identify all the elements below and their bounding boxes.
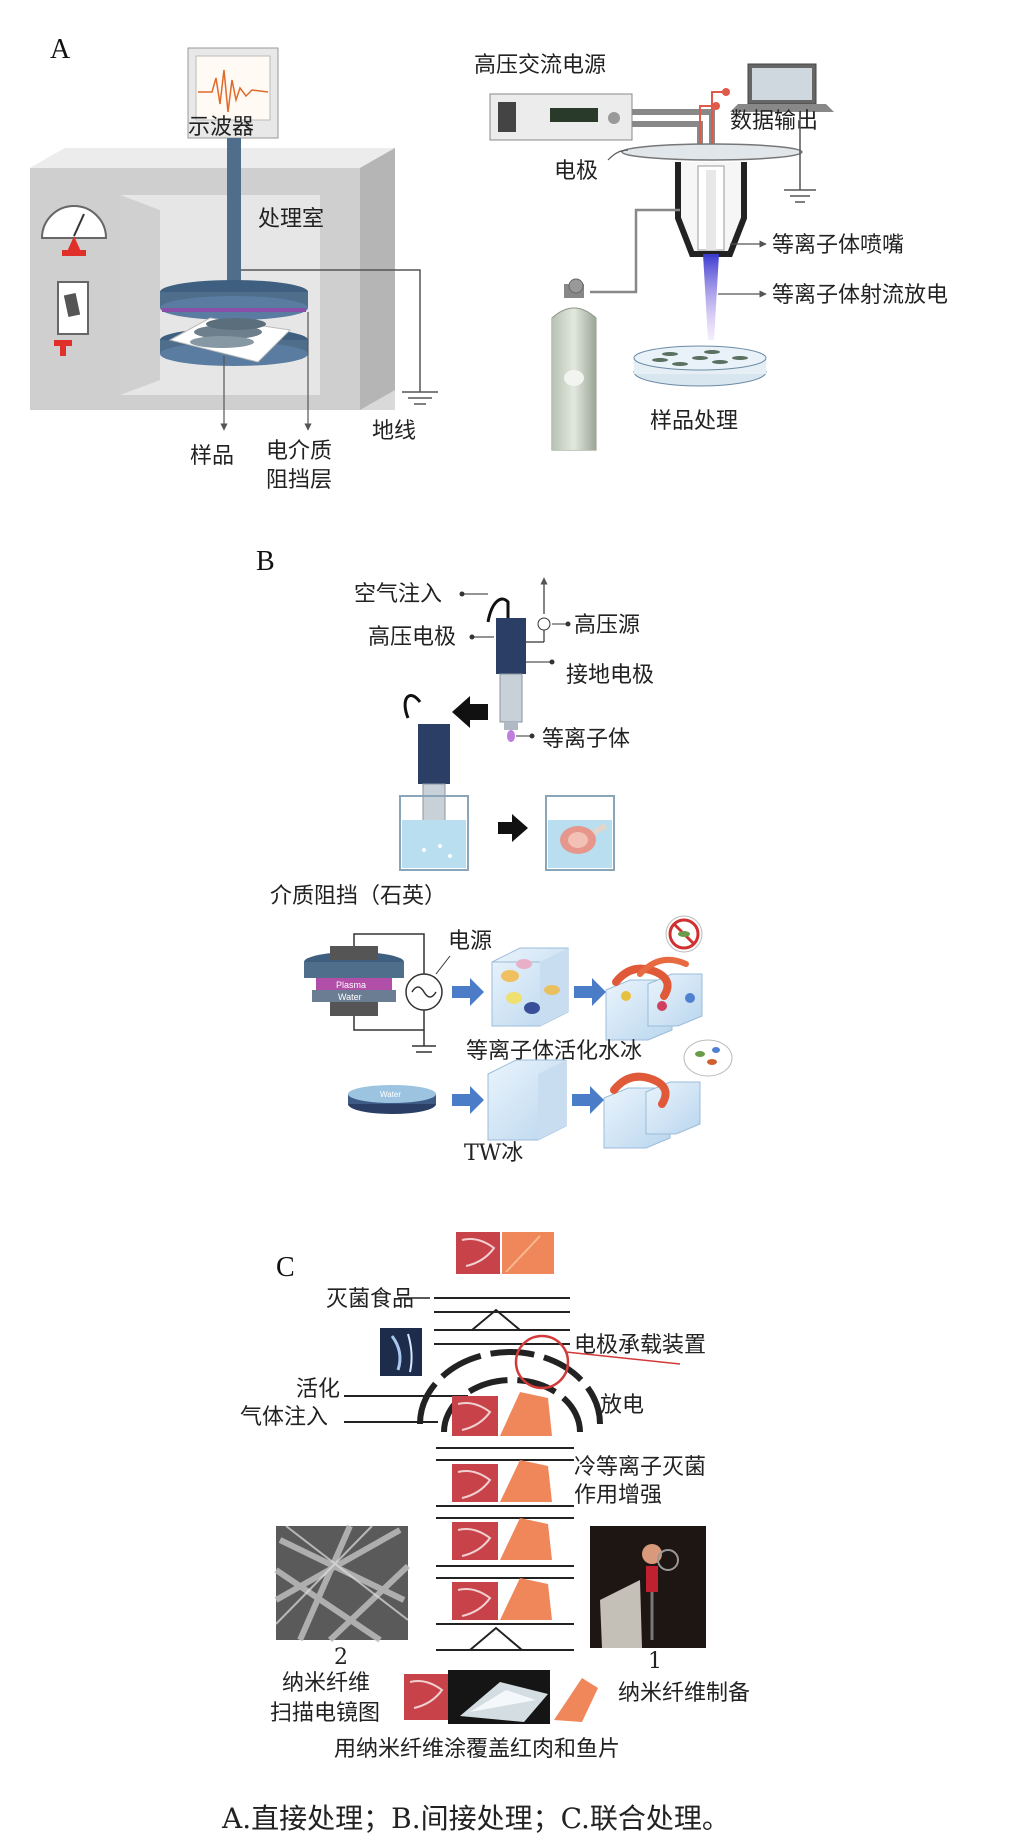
plasma-photo — [380, 1328, 422, 1376]
reactor-plasma-text: Plasma — [336, 980, 366, 990]
enhanced-label-line1: 冷等离子灭菌 — [574, 1455, 706, 1480]
dielectric-label-line1: 电介质 — [266, 439, 332, 464]
panel-c-letter: C — [276, 1252, 295, 1283]
coating-label: 用纳米纤维涂覆盖红肉和鱼片 — [334, 1737, 620, 1762]
power-switch-icon — [54, 281, 89, 356]
no-bacteria-icon — [665, 915, 703, 953]
nozzle-label: 等离子体喷嘴 — [772, 233, 904, 258]
pressure-gauge-icon — [40, 205, 108, 256]
treatment-chamber — [30, 148, 395, 410]
support-wedge-top — [471, 1308, 521, 1331]
arrow-to-ice-icon — [452, 978, 484, 1006]
hv-ac-source-label: 高压交流电源 — [474, 53, 606, 78]
plasma-ice-cube-icon — [491, 947, 569, 1027]
tray-2 — [452, 1460, 552, 1502]
electrode-rod — [227, 138, 241, 288]
coating-strip — [404, 1670, 598, 1724]
gas-line — [590, 208, 680, 294]
plasma-jet — [703, 254, 719, 340]
electrospinning-photo — [590, 1526, 706, 1648]
electrode-carrier-label: 电极承载装置 — [574, 1333, 706, 1358]
air-inlet-tube — [486, 597, 510, 623]
data-ground — [784, 112, 816, 203]
sem-label-line1: 纳米纤维 — [282, 1671, 370, 1696]
hv-electrode-block — [496, 618, 526, 674]
hv-power-supply-icon — [489, 93, 633, 141]
panel-b: B 空气注入 高压电极 高压源 接地电极 等离子体 — [256, 546, 733, 1166]
beaker-left-icon — [399, 795, 469, 871]
sem-number: 2 — [334, 1645, 348, 1670]
petri-dish-icon — [633, 345, 767, 387]
tw-ice-cube-icon — [487, 1059, 567, 1141]
fiber-number: 1 — [648, 1649, 662, 1674]
enhanced-label-line2: 作用增强 — [574, 1483, 662, 1508]
panel-b-letter: B — [256, 546, 275, 577]
bacteria-bubble-icon — [683, 1039, 733, 1077]
tray-1 — [452, 1392, 552, 1436]
plasma-nozzle — [675, 162, 747, 257]
oscilloscope — [187, 47, 279, 139]
shrimp-on-ice-icon — [605, 956, 703, 1041]
laptop-icon — [730, 63, 834, 112]
power-label: 电源 — [448, 929, 492, 954]
panel-a: A 示波器 处理室 — [30, 34, 948, 493]
water-dish-icon: Water — [348, 1085, 436, 1114]
detail-circle — [514, 1334, 570, 1390]
sample-treatment-label: 样品处理 — [650, 409, 738, 434]
discharge-label: 放电 — [600, 1393, 644, 1418]
fish-sample-icon — [168, 317, 292, 363]
ground-electrode-label: 接地电极 — [566, 663, 654, 688]
figure-caption: A.直接处理；B.间接处理；C.联合处理。 — [221, 1802, 730, 1835]
quartz-tube — [499, 673, 523, 723]
shrimp-tw-ice-icon — [603, 1072, 701, 1149]
panel-c: C 灭菌食品 电极承载装置 活化 气体注入 放电 — [240, 1232, 750, 1762]
data-output-label: 数据输出 — [730, 109, 818, 134]
air-inlet-label: 空气注入 — [354, 582, 442, 607]
dielectric-quartz-label: 介质阻挡（石英） — [270, 884, 446, 909]
gas-cylinder-icon — [551, 278, 597, 451]
sample-label: 样品 — [190, 444, 234, 469]
power-circuit — [353, 933, 436, 1053]
oscilloscope-label: 示波器 — [188, 115, 254, 140]
tw-ice-label: TW冰 — [464, 1141, 523, 1166]
arrow-left-icon — [452, 696, 488, 728]
plasma-glow — [507, 730, 515, 742]
tray-3 — [452, 1518, 552, 1560]
electrode-disk — [621, 143, 803, 161]
arrow-to-shrimp2-icon — [572, 1086, 604, 1114]
jet-discharge-label: 等离子体射流放电 — [772, 283, 948, 308]
arrow-to-tw-ice-icon — [452, 1086, 484, 1114]
arrow-right-icon — [498, 814, 528, 842]
data-cables — [699, 91, 726, 150]
plasma-label: 等离子体 — [542, 727, 630, 752]
hv-source-label: 高压源 — [574, 613, 640, 638]
ground-wire — [241, 269, 438, 405]
tray-4 — [452, 1578, 552, 1620]
dielectric-label-line2: 阻挡层 — [266, 468, 332, 493]
reactor-water-text: Water — [338, 992, 362, 1002]
top-food-images — [456, 1232, 554, 1274]
sem-label-line2: 扫描电镜图 — [270, 1701, 380, 1726]
sterilized-food-label: 灭菌食品 — [326, 1287, 414, 1312]
sem-image — [274, 1524, 411, 1643]
panel-a-letter: A — [50, 34, 71, 65]
hv-electrode-label: 高压电极 — [368, 625, 456, 650]
dish-water-text: Water — [380, 1090, 401, 1099]
activated-label-line1: 活化 — [296, 1377, 340, 1402]
ground-label: 地线 — [372, 419, 416, 444]
beaker-meat-icon — [545, 795, 615, 871]
arrow-to-shrimp-icon — [574, 978, 606, 1006]
sample-trays — [436, 1392, 574, 1651]
chamber-label: 处理室 — [258, 207, 324, 232]
electrode-label: 电极 — [554, 159, 598, 184]
fiber-prep-label: 纳米纤维制备 — [618, 1681, 750, 1706]
plasma-reactor-icon: Plasma Water — [304, 946, 404, 1016]
activated-label-line2: 气体注入 — [240, 1405, 328, 1430]
discharge-dome — [417, 1349, 603, 1425]
